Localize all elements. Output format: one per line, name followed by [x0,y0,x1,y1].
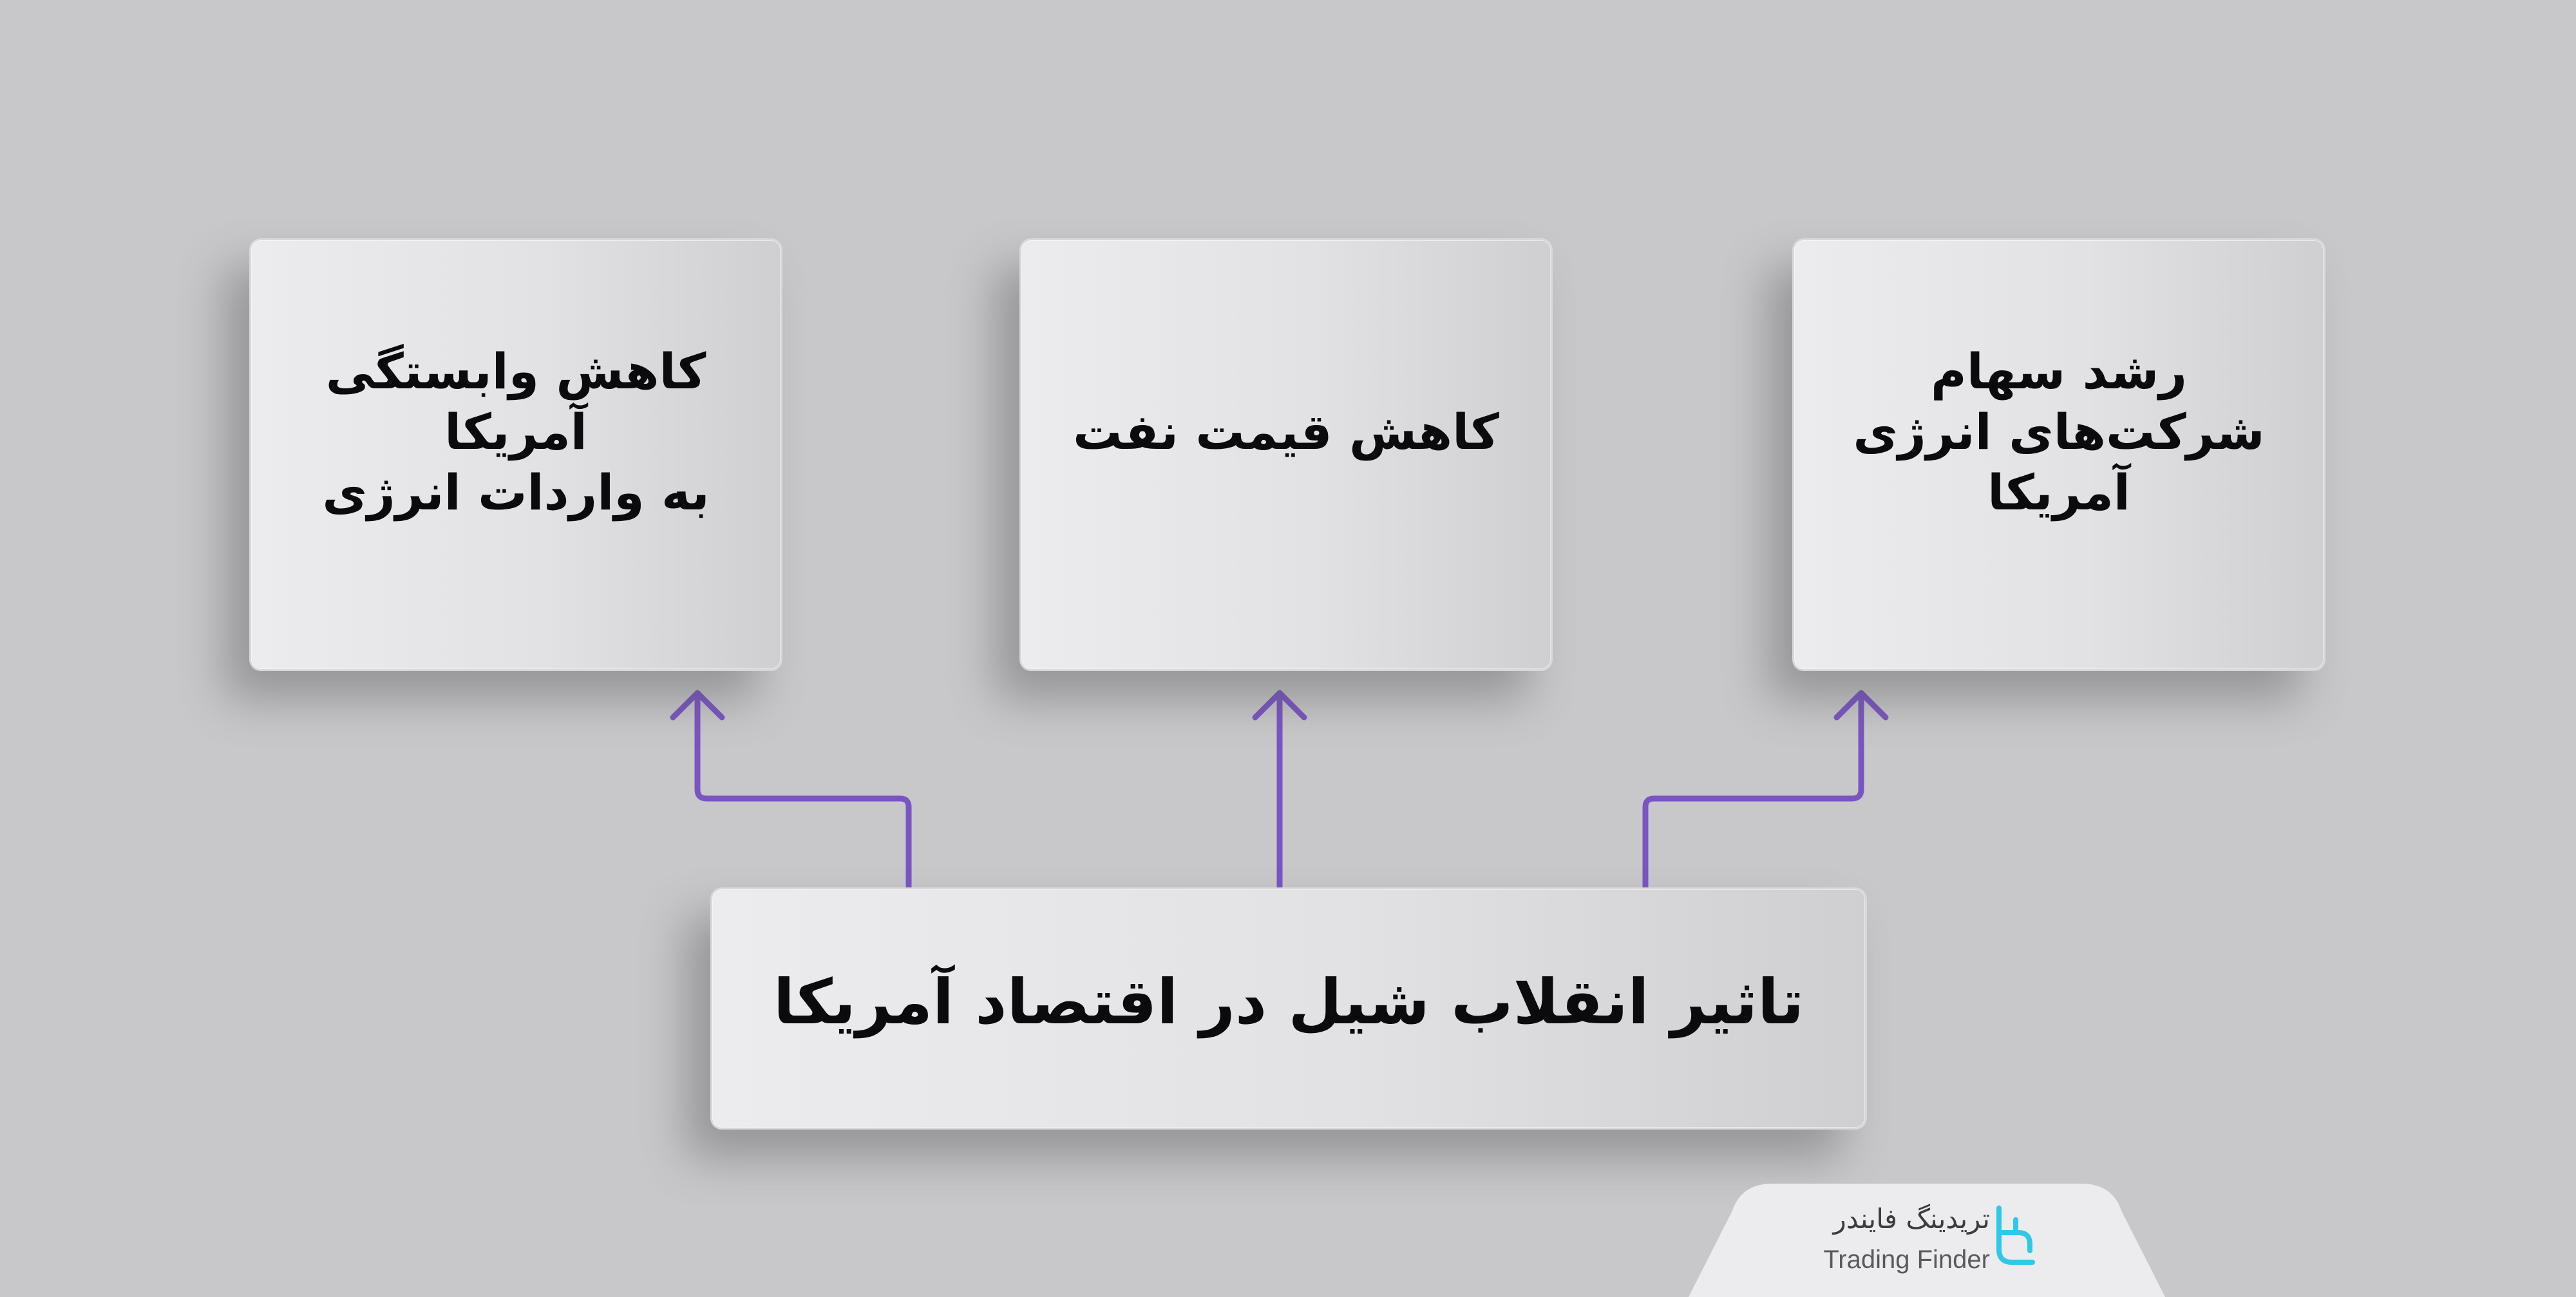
arrowhead-right [1833,690,1889,721]
effect-card-energy-independence: کاهش وابستگی آمریکا به واردات انرژی [249,238,782,671]
effect-label-line: کاهش وابستگی آمریکا [325,343,706,460]
effect-label-line: رشد سهام [1931,343,2187,400]
connector-left [694,692,912,892]
arrowhead-middle [1252,690,1307,721]
effect-label-line: به واردات انرژی [322,464,710,521]
effect-card-oil-price: کاهش قیمت نفت [1019,238,1553,671]
brand-name-en: Trading Finder [1823,1245,1990,1274]
effect-label-line: کاهش قیمت نفت [1073,403,1499,460]
root-label: تاثیر انقلاب شیل در اقتصاد آمریکا [773,966,1804,1038]
connector-right [1642,692,1864,892]
trading-finder-logo-icon [1996,1206,2035,1265]
effect-label-line: شرکت‌های انرژی آمریکا [1853,403,2265,521]
arrowhead-left [670,690,725,721]
effect-card-energy-stocks: رشد سهام شرکت‌های انرژی آمریکا [1792,238,2325,671]
brand-name-fa: تریدینگ فایندر [1833,1203,1990,1235]
root-card-shale-revolution: تاثیر انقلاب شیل در اقتصاد آمریکا [710,887,1867,1130]
brand-text: تریدینگ فایندر Trading Finder [1784,1203,1990,1287]
